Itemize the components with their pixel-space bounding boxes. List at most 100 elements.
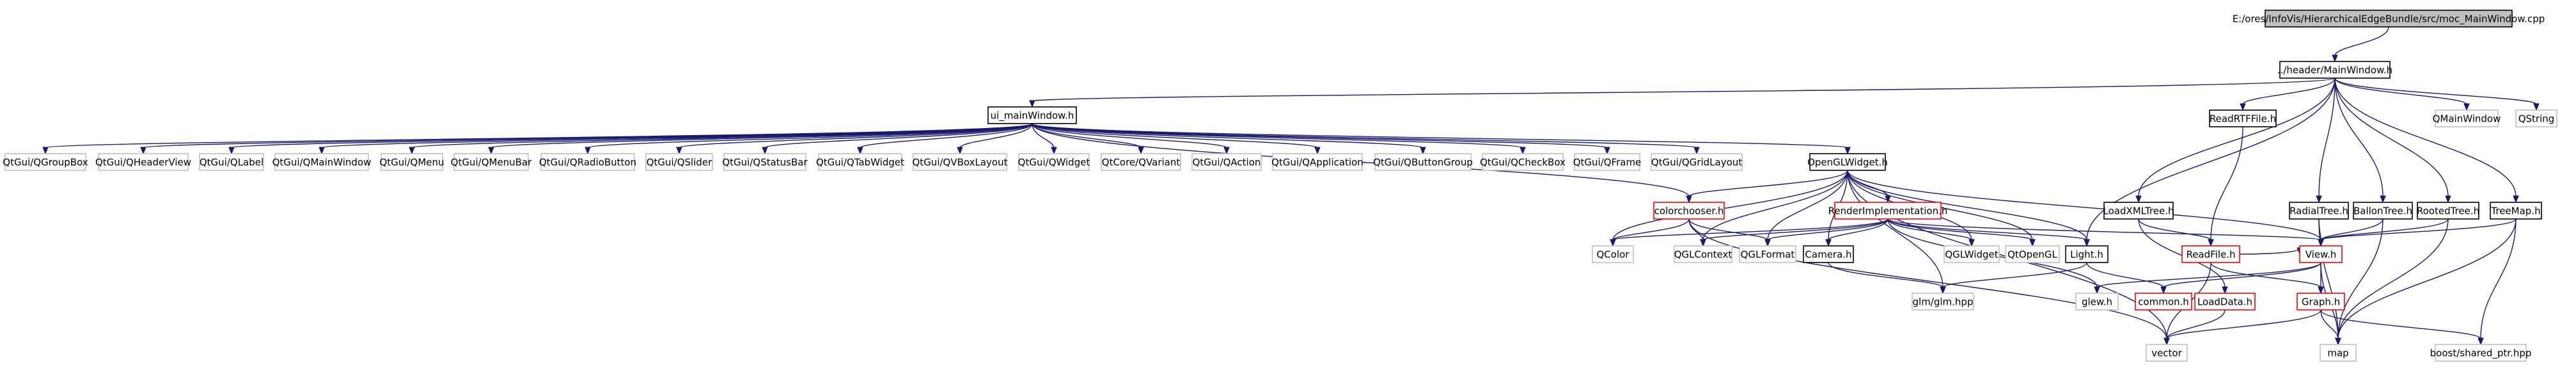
node-box-vector <box>2146 344 2188 362</box>
node-label-graph-h: Graph.h <box>2302 296 2340 308</box>
node-label-map: map <box>2327 348 2348 359</box>
node-ui-mainwindow-h[interactable]: ui_mainWindow.h <box>987 106 1077 124</box>
arrowhead-ui_mainwindow_h-to-qtgui_qcheckbox <box>1520 147 1526 155</box>
nodes-layer: E:/ores/InfoVis/HierarchicalEdgeBundle/s… <box>3 10 2557 362</box>
node-qtgui-qgridlayout: QtGui/QGridLayout <box>1651 153 1743 171</box>
node-box-qtopengl <box>2005 245 2060 263</box>
node-colorchooser-h[interactable]: colorchooser.h <box>1653 202 1725 220</box>
node-qtgui-qcheckbox: QtGui/QCheckBox <box>1480 153 1566 171</box>
edge-radialtree_h-to-map <box>2318 218 2339 339</box>
edge-loaddata_h-to-vector <box>2166 309 2226 339</box>
node-label-vector: vector <box>2151 348 2182 359</box>
edge-ui_mainwindow_h-to-qtgui_qapplication <box>1032 123 1318 149</box>
arrowhead-mainwindow_h-to-treemap_h <box>2513 195 2519 204</box>
node-readfile-h[interactable]: ReadFile.h <box>2181 245 2240 263</box>
node-qtgui-qframe: QtGui/QFrame <box>1573 153 1641 171</box>
arrowhead-ui_mainwindow_h-to-qtgui_qmainwindow <box>318 147 325 155</box>
node-box-common-h <box>2135 293 2192 311</box>
edge-colorchooser_h-to-qcolor <box>1612 218 1690 241</box>
node-label-readfile-h: ReadFile.h <box>2186 249 2235 261</box>
node-label-view-h: View.h <box>2305 249 2337 261</box>
node-box-qtgui-qcheckbox <box>1482 153 1564 171</box>
edge-root-to-mainwindow_h <box>2334 26 2389 56</box>
edge-graph_h-to-map <box>2320 309 2339 339</box>
node-qmainwindow: QMainWindow <box>2433 109 2501 127</box>
node-label-treemap-h: TreeMap.h <box>2490 206 2540 217</box>
node-view-h[interactable]: View.h <box>2299 245 2343 263</box>
node-qglformat: QGLFormat <box>1739 245 1796 263</box>
node-vector: vector <box>2146 344 2188 362</box>
edge-renderimplementation_h-to-light_h <box>1887 218 2087 241</box>
node-boost-shared-ptr-hpp: boost/shared_ptr.hpp <box>2430 344 2531 362</box>
edge-camera_h-to-glm_glm_hpp <box>1828 262 1944 288</box>
node-label-qtgui-qwidget: QtGui/QWidget <box>1018 157 1090 168</box>
node-graph-h[interactable]: Graph.h <box>2297 293 2345 311</box>
node-radialtree-h[interactable]: RadialTree.h <box>2289 202 2349 220</box>
arrowhead-ui_mainwindow_h-to-qtgui_qapplication <box>1314 147 1321 155</box>
node-mainwindow-h[interactable]: ../header/MainWindow.h <box>2277 61 2392 79</box>
arrowhead-renderimplementation_h-to-qcolor <box>1610 239 1616 247</box>
node-box-qmainwindow <box>2435 109 2499 127</box>
node-light-h[interactable]: Light.h <box>2065 245 2109 263</box>
node-qtgui-qradiobutton: QtGui/QRadioButton <box>539 153 636 171</box>
node-label-qtopengl: QtOpenGL <box>2007 249 2057 261</box>
node-rootedtree-h[interactable]: RootedTree.h <box>2417 202 2479 220</box>
node-box-qtgui-qmainwindow <box>274 153 369 171</box>
node-qtgui-qbuttongroup: QtGui/QButtonGroup <box>1373 153 1473 171</box>
edge-light_h-to-common_h <box>2086 262 2164 288</box>
node-qglwidget: QGLWidget <box>1944 245 2000 263</box>
node-box-mainwindow-h <box>2279 61 2391 79</box>
node-loadxmltree-h[interactable]: LoadXMLTree.h <box>2103 202 2174 220</box>
node-label-qcolor: QColor <box>1597 249 1630 261</box>
node-common-h[interactable]: common.h <box>2135 293 2192 311</box>
node-qtgui-qapplication: QtGui/QApplication <box>1271 153 1363 171</box>
node-label-qtgui-qvboxlayout: QtGui/QVBoxLayout <box>913 157 1008 168</box>
node-label-mainwindow-h: ../header/MainWindow.h <box>2277 65 2392 76</box>
edge-renderimplementation_h-to-view_h <box>1887 218 2321 241</box>
arrowhead-openglwidget_h-to-renderimplementation_h <box>1885 195 1891 204</box>
node-ballontree-h[interactable]: BallonTree.h <box>2353 202 2413 220</box>
edge-graph_h-to-vector <box>2166 309 2321 339</box>
node-box-qtgui-qmenubar <box>453 153 529 171</box>
edge-openglwidget_h-to-qcolor <box>1612 170 1848 241</box>
node-camera-h[interactable]: Camera.h <box>1803 245 1854 263</box>
node-root[interactable]: E:/ores/InfoVis/HierarchicalEdgeBundle/s… <box>2233 10 2545 28</box>
node-openglwidget-h[interactable]: OpenGLWidget.h <box>1807 153 1888 171</box>
node-label-loadxmltree-h: LoadXMLTree.h <box>2103 206 2174 217</box>
node-readrtffile-h[interactable]: ReadRTFFile.h <box>2209 109 2277 127</box>
arrowhead-loadxmltree_h-to-loaddata_h <box>2222 286 2228 295</box>
node-box-qtgui-qlabel <box>199 153 264 171</box>
arrowhead-renderimplementation_h-to-qglwidget <box>1968 239 1975 247</box>
node-qtgui-qaction: QtGui/QAction <box>1191 153 1262 171</box>
edge-colorchooser_h-to-qglformat <box>1688 218 1768 241</box>
edge-renderimplementation_h-to-qglformat <box>1767 218 1889 241</box>
edge-ui_mainwindow_h-to-qtcore_qvariant <box>1032 123 1142 149</box>
edge-view_h-to-common_h <box>2163 262 2321 288</box>
arrowhead-ui_mainwindow_h-to-qtgui_qframe <box>1604 147 1610 155</box>
node-treemap-h[interactable]: TreeMap.h <box>2490 202 2542 220</box>
node-label-qtgui-qapplication: QtGui/QApplication <box>1271 157 1363 168</box>
node-box-qtgui-qframe <box>1574 153 1640 171</box>
arrowhead-mainwindow_h-to-readrtffile_h <box>2240 103 2246 111</box>
arrowhead-ui_mainwindow_h-to-qtgui_qslider <box>676 147 682 155</box>
arrowhead-loadxmltree_h-to-readfile_h <box>2208 239 2214 247</box>
node-qtgui-qmenubar: QtGui/QMenuBar <box>451 153 532 171</box>
node-box-qtgui-qgridlayout <box>1651 153 1743 171</box>
arrowhead-view_h-to-graph_h <box>2318 286 2324 295</box>
node-box-glm-glm-hpp <box>1912 293 1974 311</box>
edge-renderimplementation_h-to-qglcontext <box>1702 218 1889 241</box>
edge-ui_mainwindow_h-to-qtgui_qcheckbox <box>1032 123 1523 149</box>
arrowhead-mainwindow_h-to-radialtree_h <box>2316 195 2322 204</box>
arrowhead-renderimplementation_h-to-qtopengl <box>2029 239 2036 247</box>
node-loaddata-h[interactable]: LoadData.h <box>2194 293 2256 311</box>
node-label-qtgui-qgridlayout: QtGui/QGridLayout <box>1651 157 1742 168</box>
node-label-ui-mainwindow-h: ui_mainWindow.h <box>991 110 1074 122</box>
edge-ui_mainwindow_h-to-qtgui_qtabwidget <box>860 123 1033 149</box>
node-renderimplementation-h[interactable]: RenderImplementation.h <box>1828 202 1948 220</box>
node-qtgui-qtabwidget: QtGui/QTabWidget <box>816 153 904 171</box>
node-label-qglformat: QGLFormat <box>1741 249 1795 261</box>
node-box-treemap-h <box>2490 202 2542 220</box>
edge-treemap_h-to-map <box>2337 218 2517 339</box>
node-box-qcolor <box>1592 245 1634 263</box>
